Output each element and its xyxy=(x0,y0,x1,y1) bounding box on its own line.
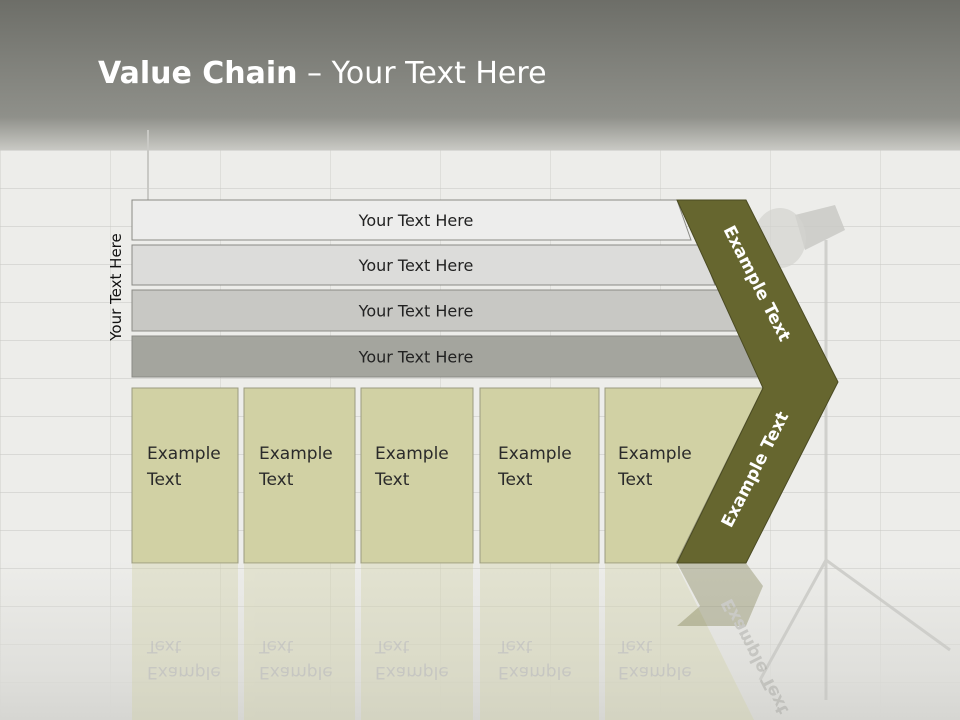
reflection-text-1-2: Example xyxy=(259,662,333,682)
support-row-label-1: Your Text Here xyxy=(358,211,474,230)
reflection-text-2-1: Text xyxy=(146,636,182,656)
primary-activity-4 xyxy=(479,387,600,564)
primary-activity-reflection-4: Example Text xyxy=(480,563,599,720)
header-band xyxy=(0,0,960,150)
title-rest: – Your Text Here xyxy=(297,56,547,91)
support-row-2 xyxy=(131,244,716,286)
primary-activity-line1-1: Example xyxy=(147,444,221,464)
reflection-cell-shape-2 xyxy=(244,563,355,720)
primary-activity-line2-4: Text xyxy=(497,470,533,490)
primary-activity-2 xyxy=(243,387,356,564)
support-row-label-4: Your Text Here xyxy=(358,348,474,367)
primary-activity-reflection-5: Example Text xyxy=(605,563,755,720)
support-row-1 xyxy=(131,199,692,241)
reflection-chevron-shape xyxy=(677,563,763,626)
reflection-text-1-4: Example xyxy=(498,662,572,682)
slide-title: Value Chain – Your Text Here xyxy=(98,52,547,96)
primary-activity-line1-5: Example xyxy=(618,444,692,464)
primary-activity-reflection-3: Example Text xyxy=(361,563,473,720)
support-row-label-2: Your Text Here xyxy=(358,256,474,275)
reflection-text-2-4: Text xyxy=(497,636,533,656)
primary-activity-line1-3: Example xyxy=(375,444,449,464)
primary-activity-reflection-2: Example Text xyxy=(244,563,355,720)
reflection-cell-shape-3 xyxy=(361,563,473,720)
primary-activity-1 xyxy=(131,387,239,564)
primary-activity-line2-1: Text xyxy=(146,470,182,490)
primary-activity-line2-3: Text xyxy=(374,470,410,490)
reflection-text-1-1: Example xyxy=(147,662,221,682)
reflection-text-1-3: Example xyxy=(375,662,449,682)
reflection-text-1-5: Example xyxy=(618,662,692,682)
floor-reflection-fade xyxy=(0,560,960,720)
primary-activity-reflection-1: Example Text xyxy=(132,563,238,720)
reflection-cell-shape-4 xyxy=(480,563,599,720)
primary-activity-line2-2: Text xyxy=(258,470,294,490)
reflection-text-2-2: Text xyxy=(258,636,294,656)
title-bold: Value Chain xyxy=(98,56,298,91)
primary-activity-line1-4: Example xyxy=(498,444,572,464)
primary-activity-3 xyxy=(360,387,474,564)
reflection-text-2-3: Text xyxy=(374,636,410,656)
reflection-cell-shape-5 xyxy=(605,563,755,720)
primary-activity-line2-5: Text xyxy=(617,470,653,490)
reflection-cell-shape-1 xyxy=(132,563,238,720)
reflection-text-2-5: Text xyxy=(617,636,653,656)
primary-activity-line1-2: Example xyxy=(259,444,333,464)
margin-chevron xyxy=(676,199,839,564)
primary-activity-5 xyxy=(604,387,764,564)
support-row-label-3: Your Text Here xyxy=(358,302,474,321)
